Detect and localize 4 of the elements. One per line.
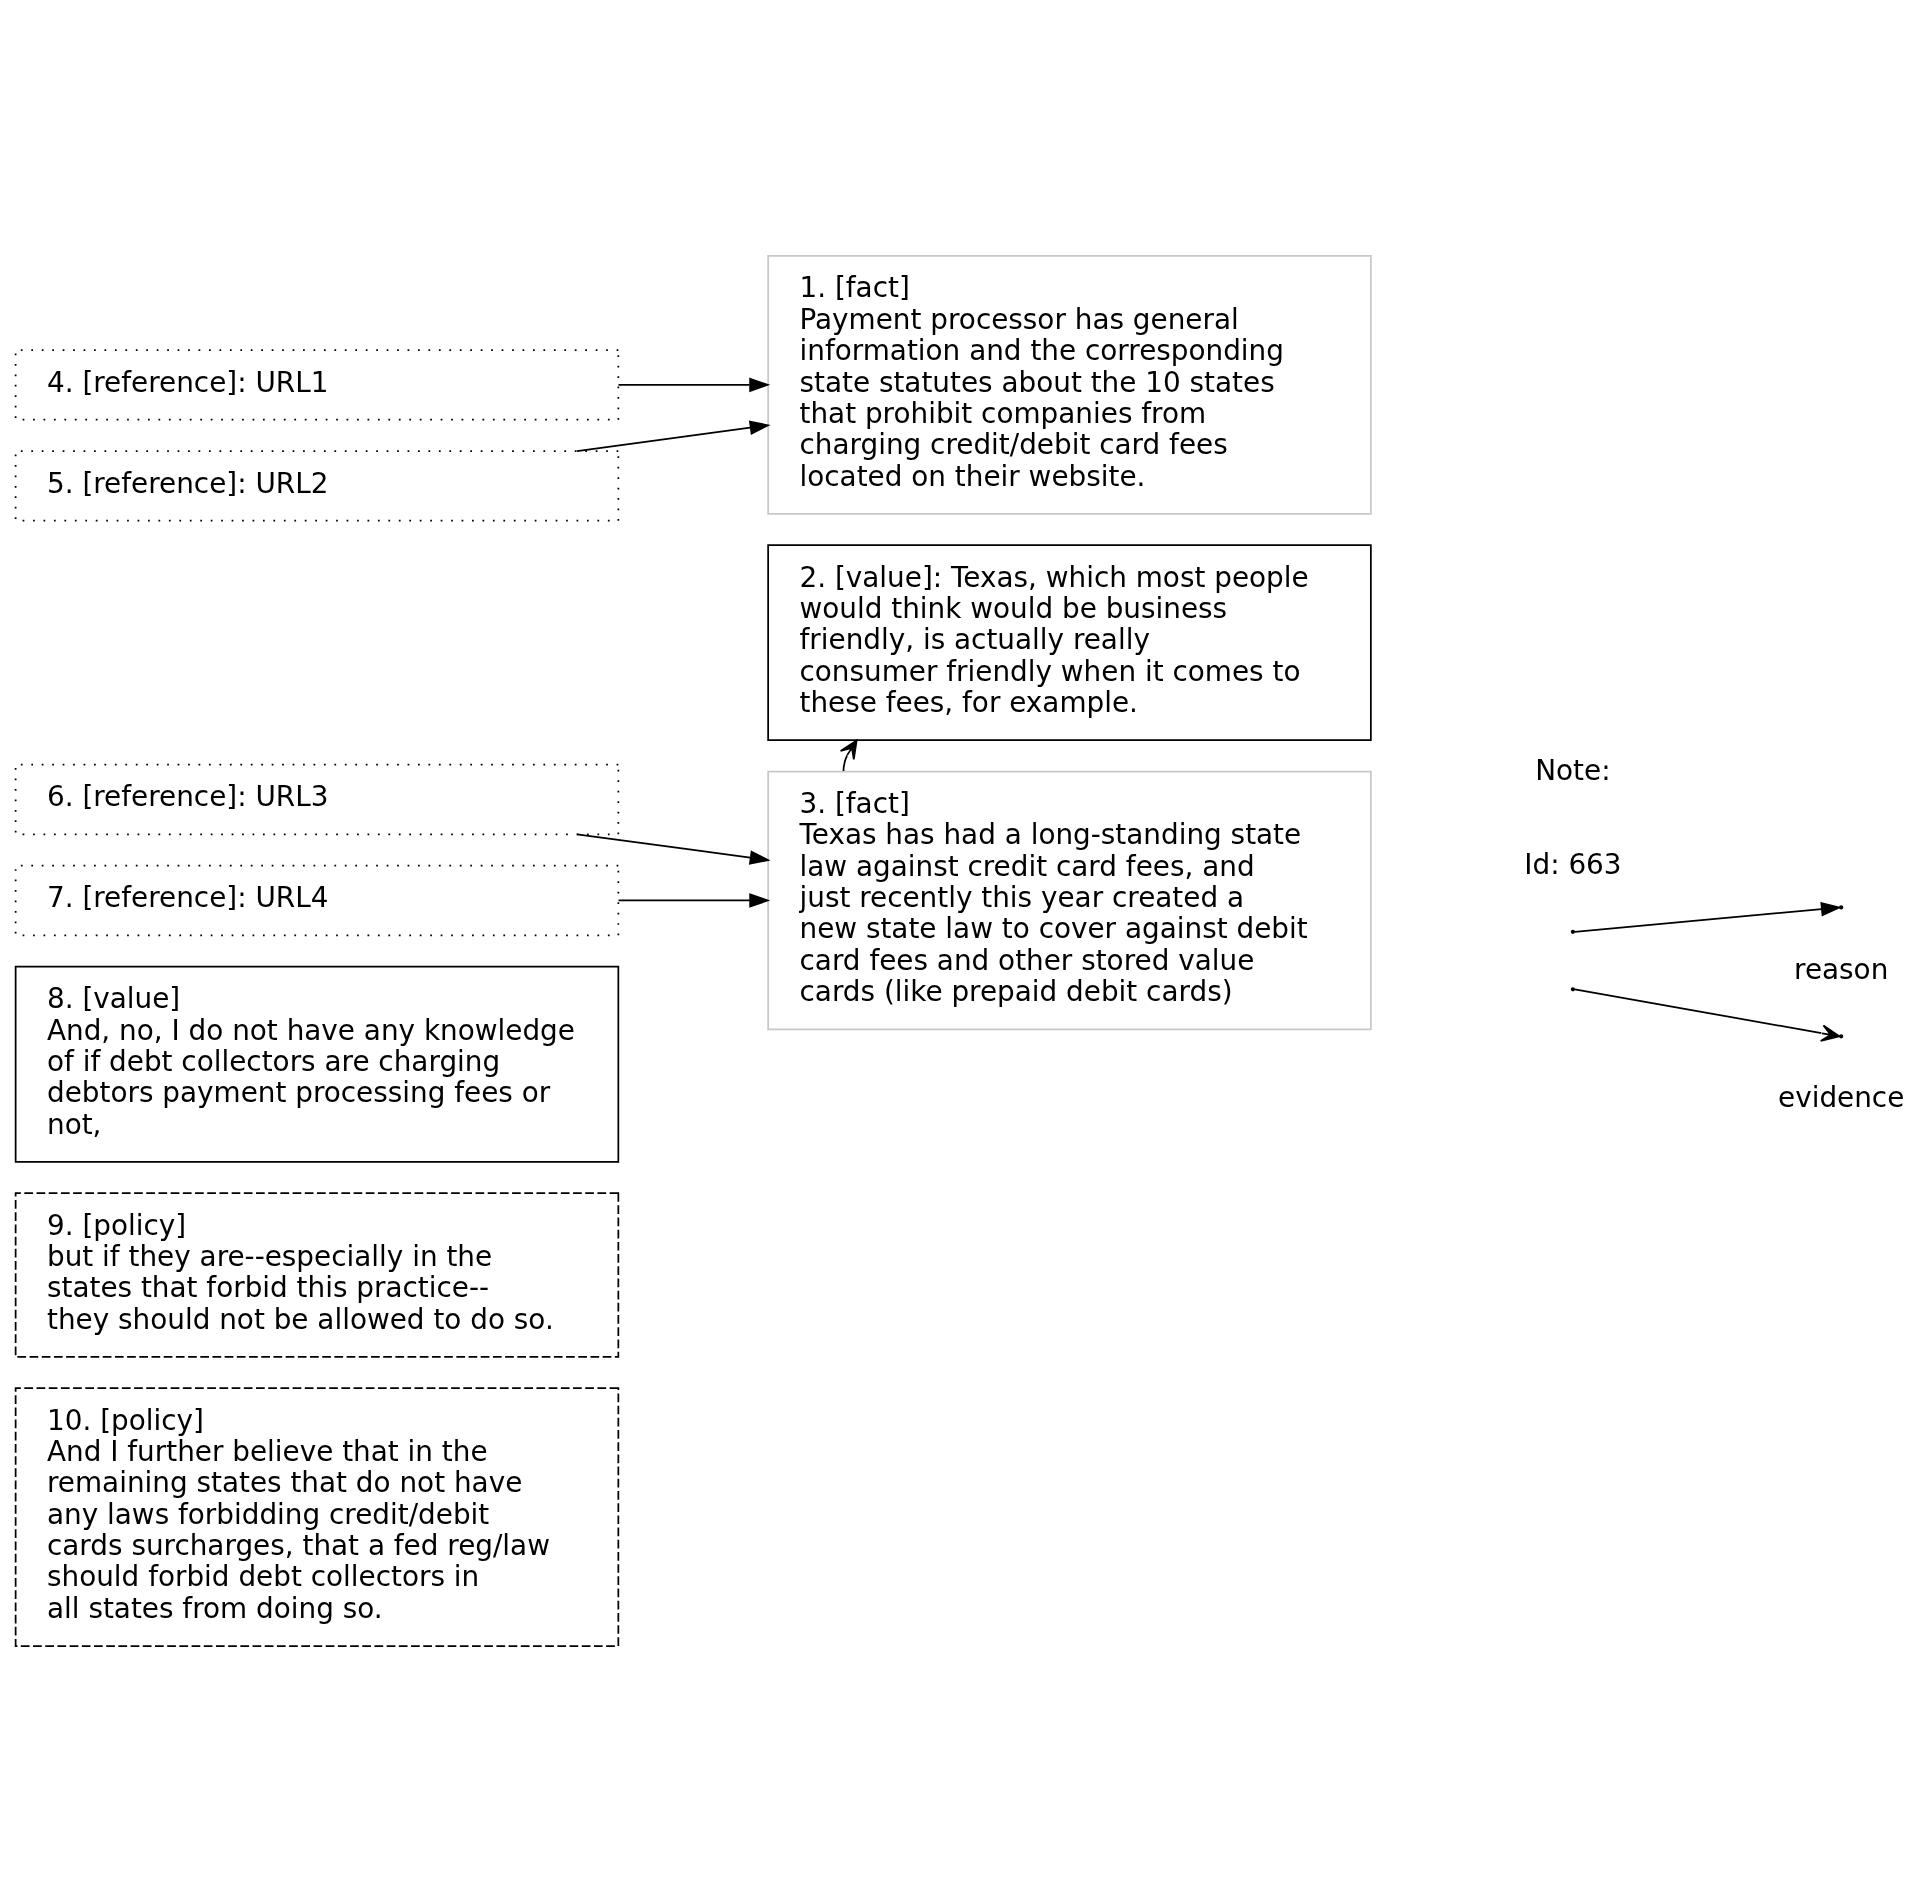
legend-label: reason (1794, 952, 1889, 986)
label: Id: 663 (1524, 847, 1622, 881)
label: Note: (1535, 753, 1611, 787)
legend-label: evidence (1778, 1080, 1905, 1114)
